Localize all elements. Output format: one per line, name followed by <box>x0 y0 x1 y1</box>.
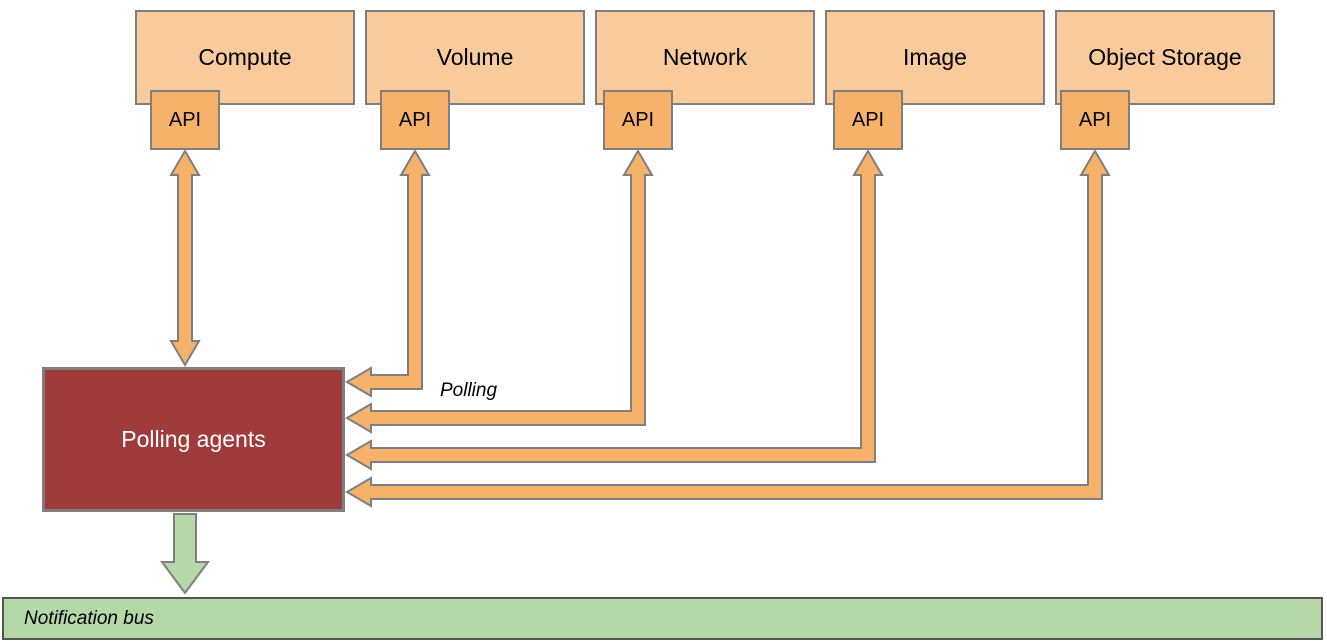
notification-bus-arrow <box>160 513 210 595</box>
network-polling-arrow <box>345 149 654 434</box>
api-label-object-storage: API <box>1078 108 1112 131</box>
service-box-compute: Compute <box>135 10 355 105</box>
notification-bus: Notification bus <box>2 597 1323 640</box>
api-label-volume: API <box>398 108 432 131</box>
api-box-image: API <box>833 90 903 150</box>
service-box-volume: Volume <box>365 10 585 105</box>
api-box-object-storage: API <box>1060 90 1130 150</box>
api-label-network: API <box>621 108 655 131</box>
service-box-image: Image <box>825 10 1045 105</box>
api-label-compute: API <box>168 108 202 131</box>
polling-agents-label: Polling agents <box>121 426 266 452</box>
service-label-network: Network <box>662 44 748 70</box>
api-box-network: API <box>603 90 673 150</box>
polling-agents-box: Polling agents <box>42 367 345 512</box>
api-box-compute: API <box>150 90 220 150</box>
service-label-object-storage: Object Storage <box>1088 44 1242 70</box>
notification-bus-label: Notification bus <box>24 607 154 629</box>
service-box-object-storage: Object Storage <box>1055 10 1275 105</box>
service-label-image: Image <box>903 44 967 70</box>
volume-polling-arrow <box>345 149 431 398</box>
service-label-volume: Volume <box>436 44 514 70</box>
image-polling-arrow <box>345 149 884 471</box>
api-box-volume: API <box>380 90 450 150</box>
api-label-image: API <box>851 108 885 131</box>
polling-label: Polling <box>440 380 498 401</box>
service-label-compute: Compute <box>198 44 292 70</box>
object-storage-polling-arrow <box>345 149 1111 508</box>
service-box-network: Network <box>595 10 815 105</box>
compute-api-arrow <box>169 149 201 367</box>
